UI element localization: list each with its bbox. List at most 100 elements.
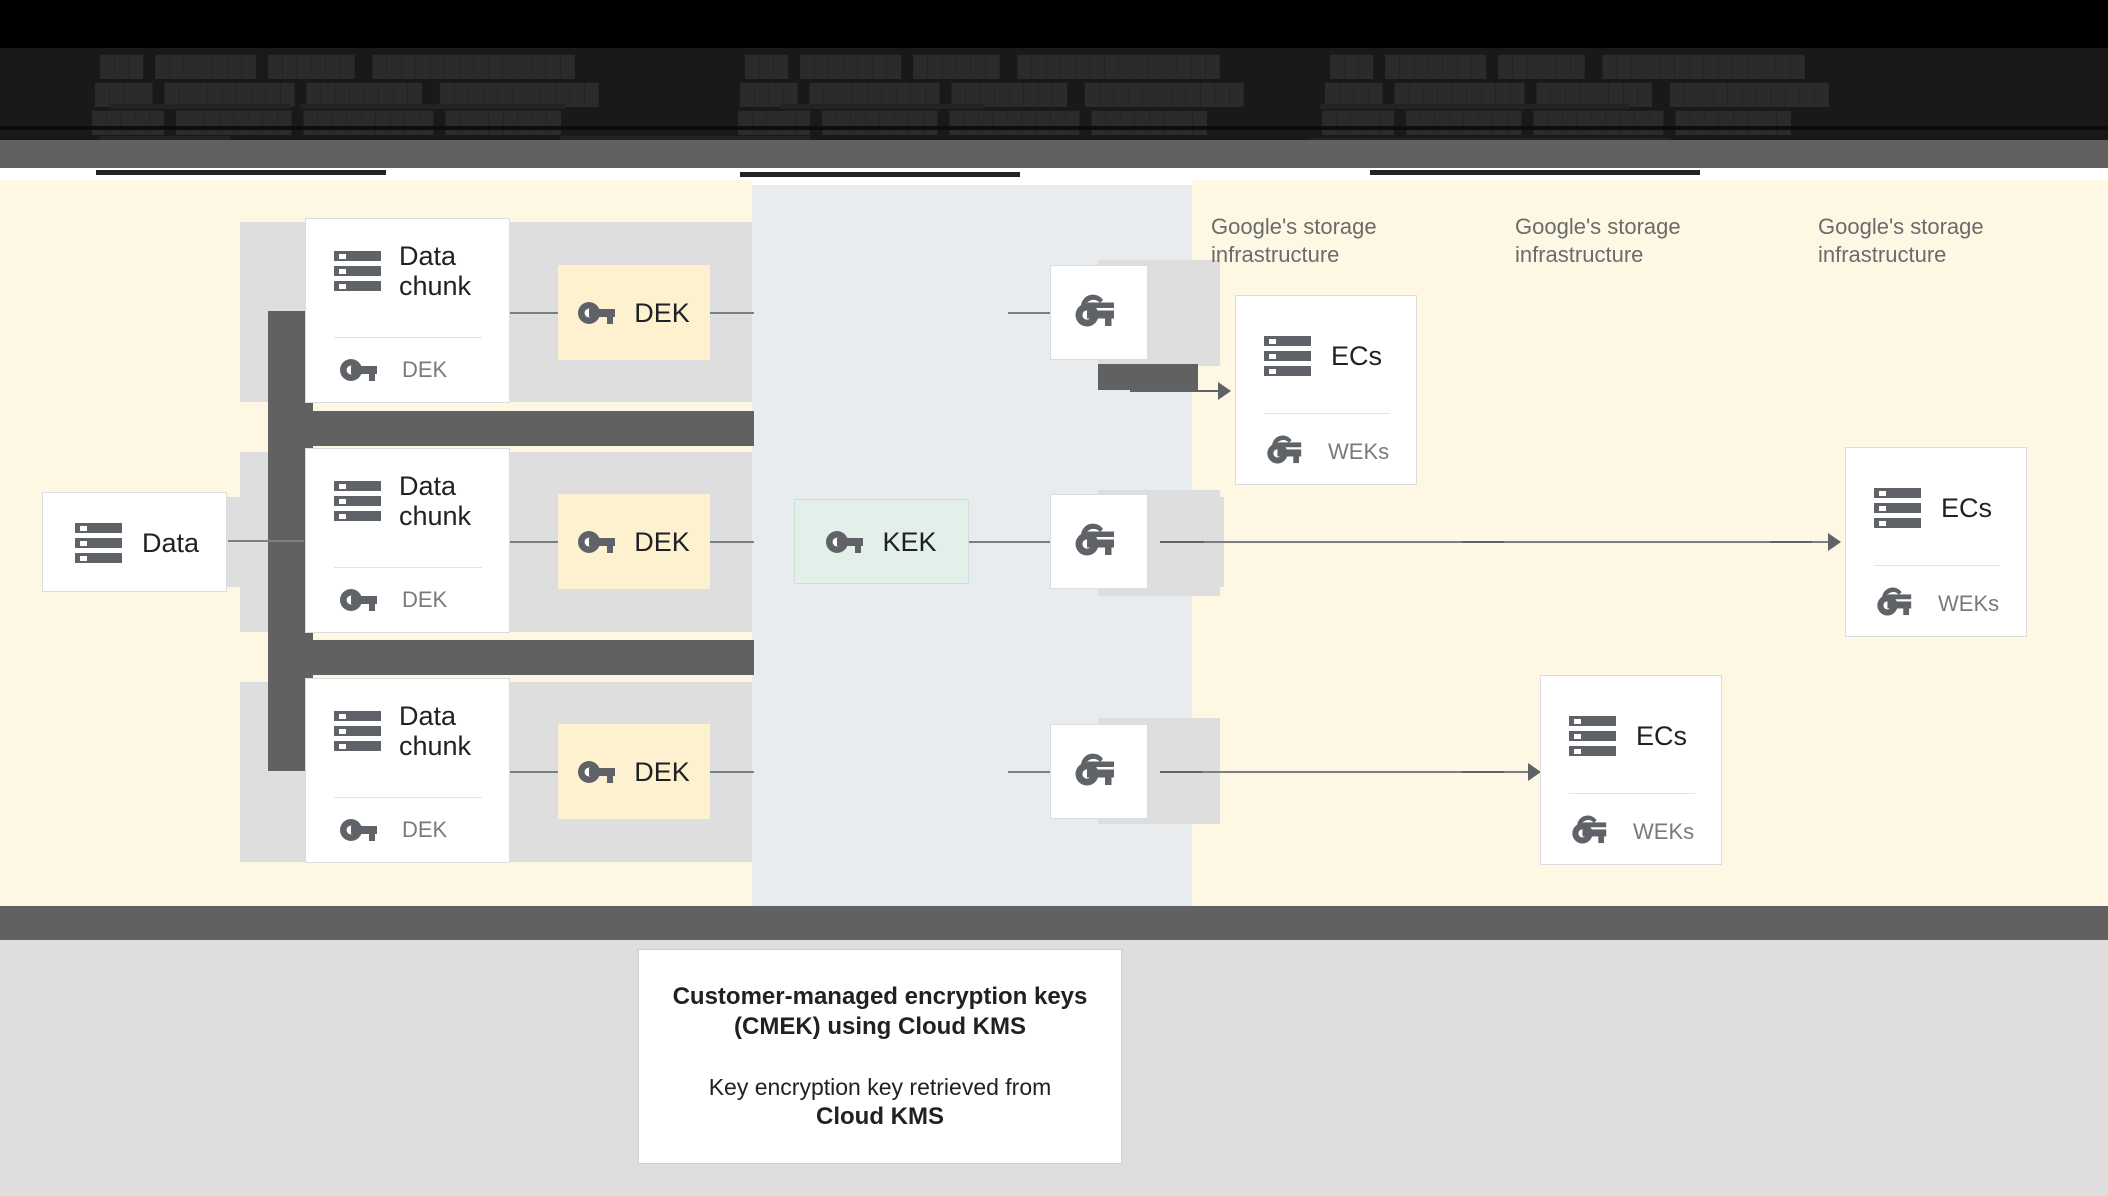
card-source-label: Data — [142, 528, 200, 558]
ecs-key-row: WEKs — [1266, 432, 1389, 471]
redaction-bar-arrow-1 — [1098, 364, 1198, 390]
connector-kek-to-wkey2 — [968, 541, 1052, 543]
banner-text-col3-line-1: ███ ███████ ██████ ██████████████ — [1330, 56, 1806, 78]
banner-redaction-stroke — [780, 104, 985, 109]
card-divider — [334, 567, 482, 568]
key-icon — [340, 586, 380, 614]
key-icon — [826, 528, 866, 556]
caption-body-line-2: Cloud KMS — [816, 1102, 944, 1130]
card-divider — [334, 797, 482, 798]
card-ecs-2[interactable]: ECs WEKs — [1540, 675, 1722, 865]
card-source-row: Data — [75, 523, 199, 563]
ecs-key-label: WEKs — [1938, 590, 2000, 616]
tile-wrapped-key-3[interactable] — [1050, 724, 1148, 819]
connector-into-wkey-1 — [1008, 312, 1052, 314]
banner-text-line-3: █████ ████████ █████████ ████████ — [92, 112, 562, 134]
card-data-chunk-3[interactable]: Data chunk DEK — [305, 678, 510, 863]
card-data-chunk-1[interactable]: Data chunk DEK — [305, 218, 510, 403]
banner-text-col3-line-3: █████ ████████ █████████ ████████ — [1322, 112, 1792, 134]
banner-text-col2-line-2: ████ █████████ ████████ ███████████ — [740, 84, 1245, 106]
ecs-title: ECs — [1941, 493, 1993, 523]
banner-text-col2-line-3: █████ ████████ █████████ ████████ — [738, 112, 1208, 134]
banner-redaction-stroke — [1320, 104, 1630, 109]
chunk-key-row: DEK — [340, 356, 447, 384]
banner-text-col2-line-1: ███ ███████ ██████ ██████████████ — [745, 56, 1221, 78]
chunk-head-row: Data chunk — [334, 701, 491, 761]
caption-title-line-1: Customer-managed encryption keys — [672, 982, 1088, 1010]
ecs-key-row: WEKs — [1876, 584, 1999, 623]
tile-wrapped-key-2[interactable] — [1050, 494, 1148, 589]
tile-dek-3[interactable]: DEK — [558, 724, 710, 819]
chunk-key-row: DEK — [340, 816, 447, 844]
key-icon — [578, 299, 618, 327]
ecs-head-row: ECs — [1569, 716, 1687, 756]
chunk-key-row: DEK — [340, 586, 447, 614]
banner-text-col3-line-2: ████ █████████ ████████ ███████████ — [1325, 84, 1830, 106]
chunk-key-label: DEK — [402, 587, 448, 612]
card-divider — [334, 337, 482, 338]
tile-dek-label: DEK — [634, 297, 690, 328]
connector-chunk1-dek1 — [510, 312, 558, 314]
wrapped-key-icon — [1074, 520, 1124, 563]
tile-dek-1[interactable]: DEK — [558, 265, 710, 360]
card-divider — [1874, 565, 2000, 566]
chunk-title: Data chunk — [399, 471, 472, 531]
ecs-key-label: WEKs — [1633, 818, 1695, 844]
key-icon — [340, 356, 380, 384]
connector-dek1-out — [708, 312, 754, 314]
banner-text-line-2: ████ █████████ ████████ ███████████ — [95, 84, 600, 106]
key-icon — [578, 758, 618, 786]
chunk-key-label: DEK — [402, 357, 448, 382]
database-icon — [334, 711, 381, 751]
banner-divider — [0, 126, 2108, 130]
ecs-title: ECs — [1636, 721, 1688, 751]
tile-dek-2[interactable]: DEK — [558, 494, 710, 589]
connector-wkey2-seg-b — [1462, 541, 1504, 543]
connector-wkey3-seg-b — [1462, 771, 1504, 773]
chunk-title: Data chunk — [399, 701, 472, 761]
tile-wrapped-key-1[interactable] — [1050, 265, 1148, 360]
card-divider — [1569, 793, 1695, 794]
redaction-bar-row-2 — [268, 640, 754, 675]
connector-chunk2-dek2 — [510, 541, 558, 543]
storage-label-3: Google's storage infrastructure — [1818, 214, 1984, 267]
chunk-key-label: DEK — [402, 817, 448, 842]
arrowhead-ecs1 — [1218, 382, 1231, 400]
database-icon — [1569, 716, 1616, 756]
connector-dek3-out — [708, 771, 754, 773]
card-ecs-1[interactable]: ECs WEKs — [1235, 295, 1417, 485]
key-icon — [340, 816, 380, 844]
connector-into-wkey-3 — [1008, 771, 1052, 773]
card-data-chunk-2[interactable]: Data chunk DEK — [305, 448, 510, 633]
ecs-title: ECs — [1331, 341, 1383, 371]
database-icon — [334, 481, 381, 521]
banner-redaction-stroke — [300, 104, 565, 109]
card-divider — [1264, 413, 1390, 414]
arrowhead-ecs2 — [1528, 763, 1541, 781]
connector-wkey2-seg-a — [1160, 541, 1204, 543]
banner-redaction-stroke — [96, 170, 386, 175]
arrowhead-ecs3 — [1828, 533, 1841, 551]
connector-wkey3-to-ecs2 — [1160, 771, 1540, 773]
storage-label-2: Google's storage infrastructure — [1515, 214, 1681, 267]
redaction-bar-bottom — [0, 906, 2108, 942]
ecs-head-row: ECs — [1874, 488, 1992, 528]
card-ecs-3[interactable]: ECs WEKs — [1845, 447, 2027, 637]
wrapped-key-icon — [1876, 584, 1920, 623]
connector-source-to-bus — [228, 540, 304, 542]
caption-title-line-2: (CMEK) using Cloud KMS — [734, 1012, 1026, 1040]
caption-box: Customer-managed encryption keys (CMEK) … — [638, 949, 1122, 1164]
tile-kek[interactable]: KEK — [794, 499, 969, 584]
wrapped-key-icon — [1266, 432, 1310, 471]
wrapped-key-icon — [1571, 812, 1615, 851]
database-icon — [1874, 488, 1921, 528]
wrapped-key-icon — [1074, 750, 1124, 793]
banner-bottom-rule — [0, 140, 2108, 168]
chunk-head-row: Data chunk — [334, 471, 491, 531]
wrapped-key-icon — [1074, 291, 1124, 334]
connector-chunk3-dek3 — [510, 771, 558, 773]
card-source-data[interactable]: Data — [42, 492, 227, 592]
banner-redaction-stroke — [100, 136, 230, 141]
caption-body-line-1: Key encryption key retrieved from — [708, 1073, 1052, 1100]
